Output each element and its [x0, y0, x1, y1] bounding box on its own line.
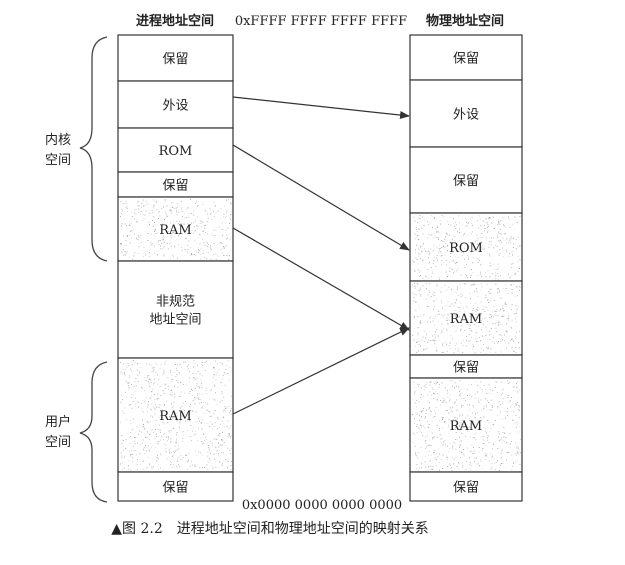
physical-cell-rom: ROM	[409, 212, 523, 282]
process-cell-reserved-bottom: 保留	[117, 471, 234, 502]
physical-cell-label: RAM	[450, 419, 483, 434]
process-cell-label: 地址空间	[149, 313, 201, 328]
process-cell-label: 外设	[162, 99, 188, 114]
process-cell-texture	[120, 360, 232, 471]
physical-cell-label: 保留	[453, 361, 479, 376]
physical-cell-reserved-2: 保留	[409, 146, 523, 214]
physical-cell-label: 保留	[453, 174, 479, 189]
process-cell-label: RAM	[159, 409, 192, 424]
physical-cell-ram-1: RAM	[409, 280, 523, 356]
user-space-brace	[79, 361, 108, 503]
physical-cell-texture	[412, 215, 521, 280]
physical-cell-reserved-bottom: 保留	[409, 471, 523, 502]
physical-cell-reserved-top: 保留	[409, 34, 523, 81]
physical-cell-box	[409, 471, 523, 502]
process-cell-reserved-mid: 保留	[117, 171, 234, 198]
process-cell-label: 保留	[162, 481, 188, 496]
mapping-arrow-rom-to-rom	[232, 144, 410, 251]
physical-cell-peripheral: 外设	[409, 79, 523, 148]
kernel-space-label-line1: 内核	[45, 132, 71, 148]
mapping-arrow-ram-user-to-ram-1	[232, 327, 410, 415]
process-cell-rom: ROM	[117, 127, 234, 173]
physical-cell-box	[409, 377, 523, 473]
physical-cell-label: 外设	[453, 108, 479, 123]
process-cell-peripheral: 外设	[117, 80, 234, 129]
user-space-label-line1: 用户	[45, 414, 71, 430]
process-cell-label: ROM	[159, 144, 193, 159]
process-cell-box	[117, 471, 234, 502]
address-top-label: 0xFFFF FFFF FFFF FFFF	[235, 14, 407, 29]
process-cell-box	[117, 80, 234, 129]
process-cell-label: RAM	[159, 223, 192, 238]
physical-cell-texture	[412, 283, 521, 354]
mapping-arrows	[232, 96, 410, 415]
left-title: 进程地址空间	[136, 13, 214, 29]
process-cell-label: 保留	[162, 52, 188, 67]
process-cell-box	[117, 127, 234, 173]
process-cell-box	[117, 260, 234, 359]
physical-cell-box	[409, 79, 523, 148]
physical-cell-box	[409, 34, 523, 81]
mapping-arrow-ram-kernel-to-ram-1	[232, 227, 410, 331]
physical-cell-reserved-3: 保留	[409, 354, 523, 379]
process-cell-texture	[120, 199, 232, 260]
figure-caption: ▲图 2.2 进程地址空间和物理地址空间的映射关系	[111, 521, 428, 537]
process-cell-label: 非规范	[156, 295, 195, 310]
kernel-space-label-line2: 空间	[45, 153, 71, 168]
physical-cell-box	[409, 146, 523, 214]
mapping-arrow-peripheral-to-peripheral	[232, 96, 410, 120]
process-cell-box	[117, 171, 234, 198]
process-cell-reserved-top: 保留	[117, 34, 234, 82]
kernel-space-brace	[79, 36, 108, 262]
physical-cell-texture	[412, 380, 521, 471]
physical-cell-label: 保留	[453, 52, 479, 67]
process-cell-ram-user: RAM	[117, 357, 234, 473]
right-title: 物理地址空间	[426, 13, 504, 29]
process-cell-box	[117, 34, 234, 82]
address-bottom-label: 0x0000 0000 0000 0000	[242, 498, 402, 513]
physical-cell-ram-2: RAM	[409, 377, 523, 473]
physical-cell-label: RAM	[450, 312, 483, 327]
physical-cell-label: 保留	[453, 481, 479, 496]
physical-cell-box	[409, 280, 523, 356]
user-space-label-line2: 空间	[45, 435, 71, 450]
process-cell-ram-kernel: RAM	[117, 196, 234, 262]
physical-cell-label: ROM	[449, 241, 483, 256]
process-cell-label: 保留	[162, 179, 188, 194]
